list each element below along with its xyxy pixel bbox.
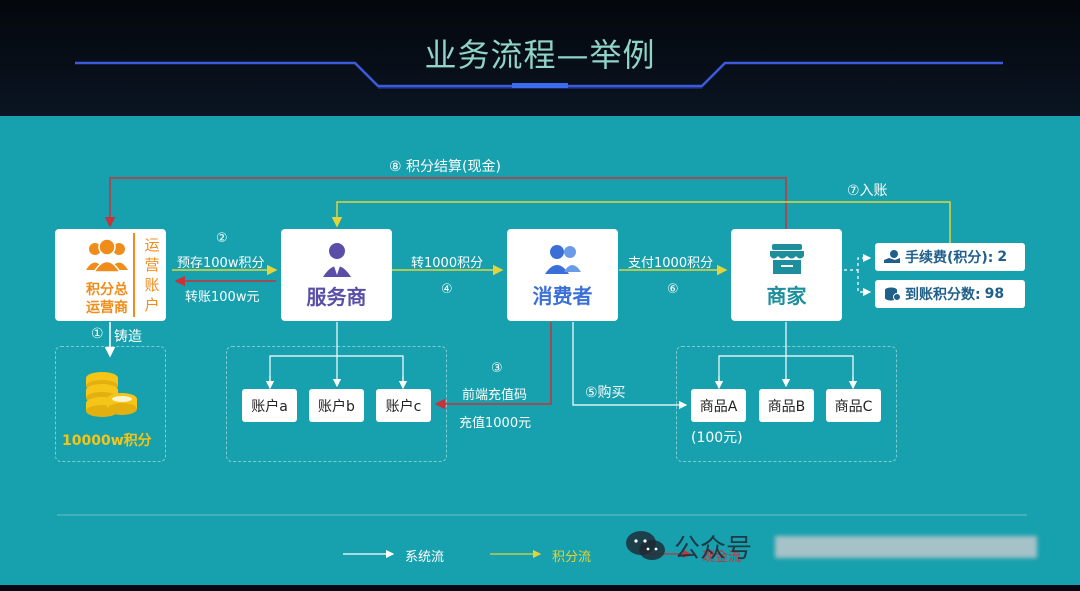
account-c: 账户c: [376, 389, 431, 422]
recharge-line: [434, 322, 552, 410]
credit-label: ⑦入账: [847, 183, 888, 199]
watermark-text: 公众号: [674, 534, 753, 564]
service-provider-label: 服务商: [306, 284, 367, 309]
step6-label: ⑥: [667, 282, 679, 297]
buy-line: [572, 322, 688, 410]
merchant-label: 商家: [766, 283, 807, 308]
mint-step: ①: [91, 326, 104, 342]
fee-label: 手续费(积分):: [905, 250, 994, 266]
operator-label-1: 积分总: [86, 282, 128, 298]
product-c: 商品C: [826, 389, 881, 422]
transfer-points-label: 转1000积分: [411, 256, 484, 271]
legend-cash: 现金流: [702, 550, 742, 565]
product-b: 商品B: [759, 389, 814, 422]
legend-system: 系统流: [405, 550, 445, 565]
coin-stack-icon: [86, 372, 137, 417]
people-icon: [85, 237, 129, 277]
buy-label: ⑤购买: [585, 385, 626, 401]
account-a: 账户a: [242, 389, 297, 422]
credit-line: [331, 201, 951, 244]
mint-label: 铸造: [114, 329, 142, 345]
operator-label-2: 运营商: [86, 300, 128, 316]
bottom-strip: [0, 585, 1080, 591]
prestore-label: 预存100w积分: [177, 256, 265, 271]
fee-box: 手续费(积分): 2: [875, 243, 1025, 271]
legend-points: 积分流: [552, 550, 592, 565]
step4-label: ④: [441, 282, 453, 297]
frontend-code-label: 前端充值码: [462, 388, 528, 403]
wechat-icon: [626, 531, 665, 560]
received-points-box: 到账积分数: 98: [875, 280, 1025, 308]
users-icon: [544, 244, 581, 274]
received-label: 到账积分数:: [905, 287, 981, 303]
hand-coin-icon: [884, 250, 900, 263]
service-provider-node: 服务商: [281, 229, 392, 321]
merchant-node: 商家: [731, 229, 842, 321]
products-container: [676, 346, 897, 462]
recharge-label: 充值1000元: [459, 416, 532, 431]
mint-amount: 10000w积分: [62, 433, 152, 449]
mint-container: [55, 346, 166, 462]
fee-value: 2: [997, 249, 1008, 265]
settlement-line: [104, 177, 787, 229]
person-tie-icon: [322, 242, 351, 277]
received-value: 98: [984, 286, 1005, 302]
product-a: 商品A: [691, 389, 746, 422]
operator-side-label: 运 营 账 户: [144, 236, 160, 314]
coin-stack-small-icon: [885, 287, 901, 301]
consumer-node: 消费者: [507, 229, 618, 321]
accounts-container: [226, 346, 447, 462]
step2-label: ②: [216, 231, 228, 246]
step3-label: ③: [491, 361, 503, 376]
consumer-label: 消费者: [532, 283, 593, 308]
store-icon: [769, 243, 804, 274]
settle-label: ⑧ 积分结算(现金): [389, 159, 501, 175]
pay-points-label: 支付1000积分: [628, 256, 714, 271]
points-operator-node: 积分总 运营商 运 营 账 户: [55, 229, 166, 321]
product-a-price: (100元): [691, 430, 743, 446]
diagram-panel: [0, 116, 1080, 585]
header-decoration: [75, 61, 1003, 89]
page-title: 业务流程—举例: [424, 36, 656, 74]
blurred-watermark: [775, 536, 1037, 558]
account-b: 账户b: [309, 389, 364, 422]
transfer-cash-label: 转账100w元: [185, 290, 260, 305]
header-band: 业务流程—举例: [0, 0, 1080, 116]
